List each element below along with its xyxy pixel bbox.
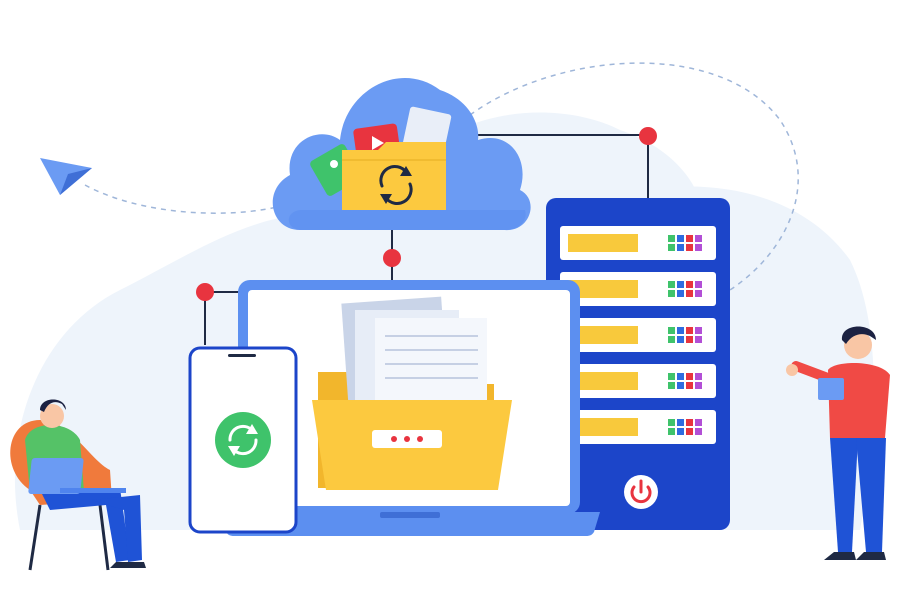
server-drives: [560, 226, 716, 444]
drive-status-led: [695, 244, 702, 251]
drive-status-led: [686, 336, 693, 343]
drive-status-led: [695, 290, 702, 297]
drive-status-led: [668, 373, 675, 380]
folder-icon: [312, 296, 512, 490]
connector-nodes: [196, 127, 657, 301]
drive-status-led: [668, 244, 675, 251]
drive-status-led: [677, 382, 684, 389]
drive-status-led: [686, 235, 693, 242]
drive-label-strip: [568, 326, 638, 344]
drive-status-led: [668, 336, 675, 343]
drive-status-led: [668, 290, 675, 297]
drive-status-led: [695, 428, 702, 435]
drive-status-led: [686, 373, 693, 380]
drive-bay: [560, 272, 716, 306]
drive-status-led: [695, 327, 702, 334]
drive-label-strip: [568, 280, 638, 298]
drive-label-strip: [568, 418, 638, 436]
drive-status-led: [677, 428, 684, 435]
drive-label-strip: [568, 234, 638, 252]
drive-status-led: [677, 290, 684, 297]
drive-status-led: [695, 373, 702, 380]
person-standing-with-tablet: [786, 326, 890, 560]
drive-status-led: [668, 327, 675, 334]
person-sitting-with-laptop: [10, 399, 146, 571]
drive-status-led: [686, 290, 693, 297]
drive-status-led: [677, 373, 684, 380]
power-icon[interactable]: [624, 475, 658, 509]
dashed-flight-path: [84, 184, 286, 214]
drive-status-led: [686, 281, 693, 288]
server-rack-icon: [546, 198, 730, 530]
drive-status-led: [695, 235, 702, 242]
drive-status-led: [677, 327, 684, 334]
drive-status-led: [668, 419, 675, 426]
drive-status-led: [695, 419, 702, 426]
drive-status-led: [677, 419, 684, 426]
drive-status-led: [677, 235, 684, 242]
paper-plane-icon: [40, 158, 92, 195]
drive-status-led: [677, 244, 684, 251]
dashed-orbit-path: [469, 62, 799, 291]
drive-status-led: [668, 235, 675, 242]
drive-bay: [560, 410, 716, 444]
drive-status-led: [686, 419, 693, 426]
cloud-folder-icon: [342, 142, 446, 210]
drive-label-strip: [568, 372, 638, 390]
drive-status-led: [668, 428, 675, 435]
drive-status-led: [677, 281, 684, 288]
sync-arrows-icon: [379, 165, 413, 205]
drive-status-led: [677, 336, 684, 343]
drive-status-led: [686, 327, 693, 334]
drive-bay: [560, 226, 716, 260]
drive-status-led: [695, 281, 702, 288]
drive-status-led: [686, 382, 693, 389]
smartphone-icon: [188, 346, 298, 534]
drive-status-led: [668, 382, 675, 389]
drive-bay: [560, 364, 716, 398]
drive-status-led: [668, 281, 675, 288]
drive-status-led: [695, 336, 702, 343]
drive-status-led: [686, 244, 693, 251]
drive-bay: [560, 318, 716, 352]
drive-status-led: [695, 382, 702, 389]
drive-status-led: [686, 428, 693, 435]
phone-sync-icon[interactable]: [215, 412, 271, 468]
password-dots: [391, 436, 423, 442]
